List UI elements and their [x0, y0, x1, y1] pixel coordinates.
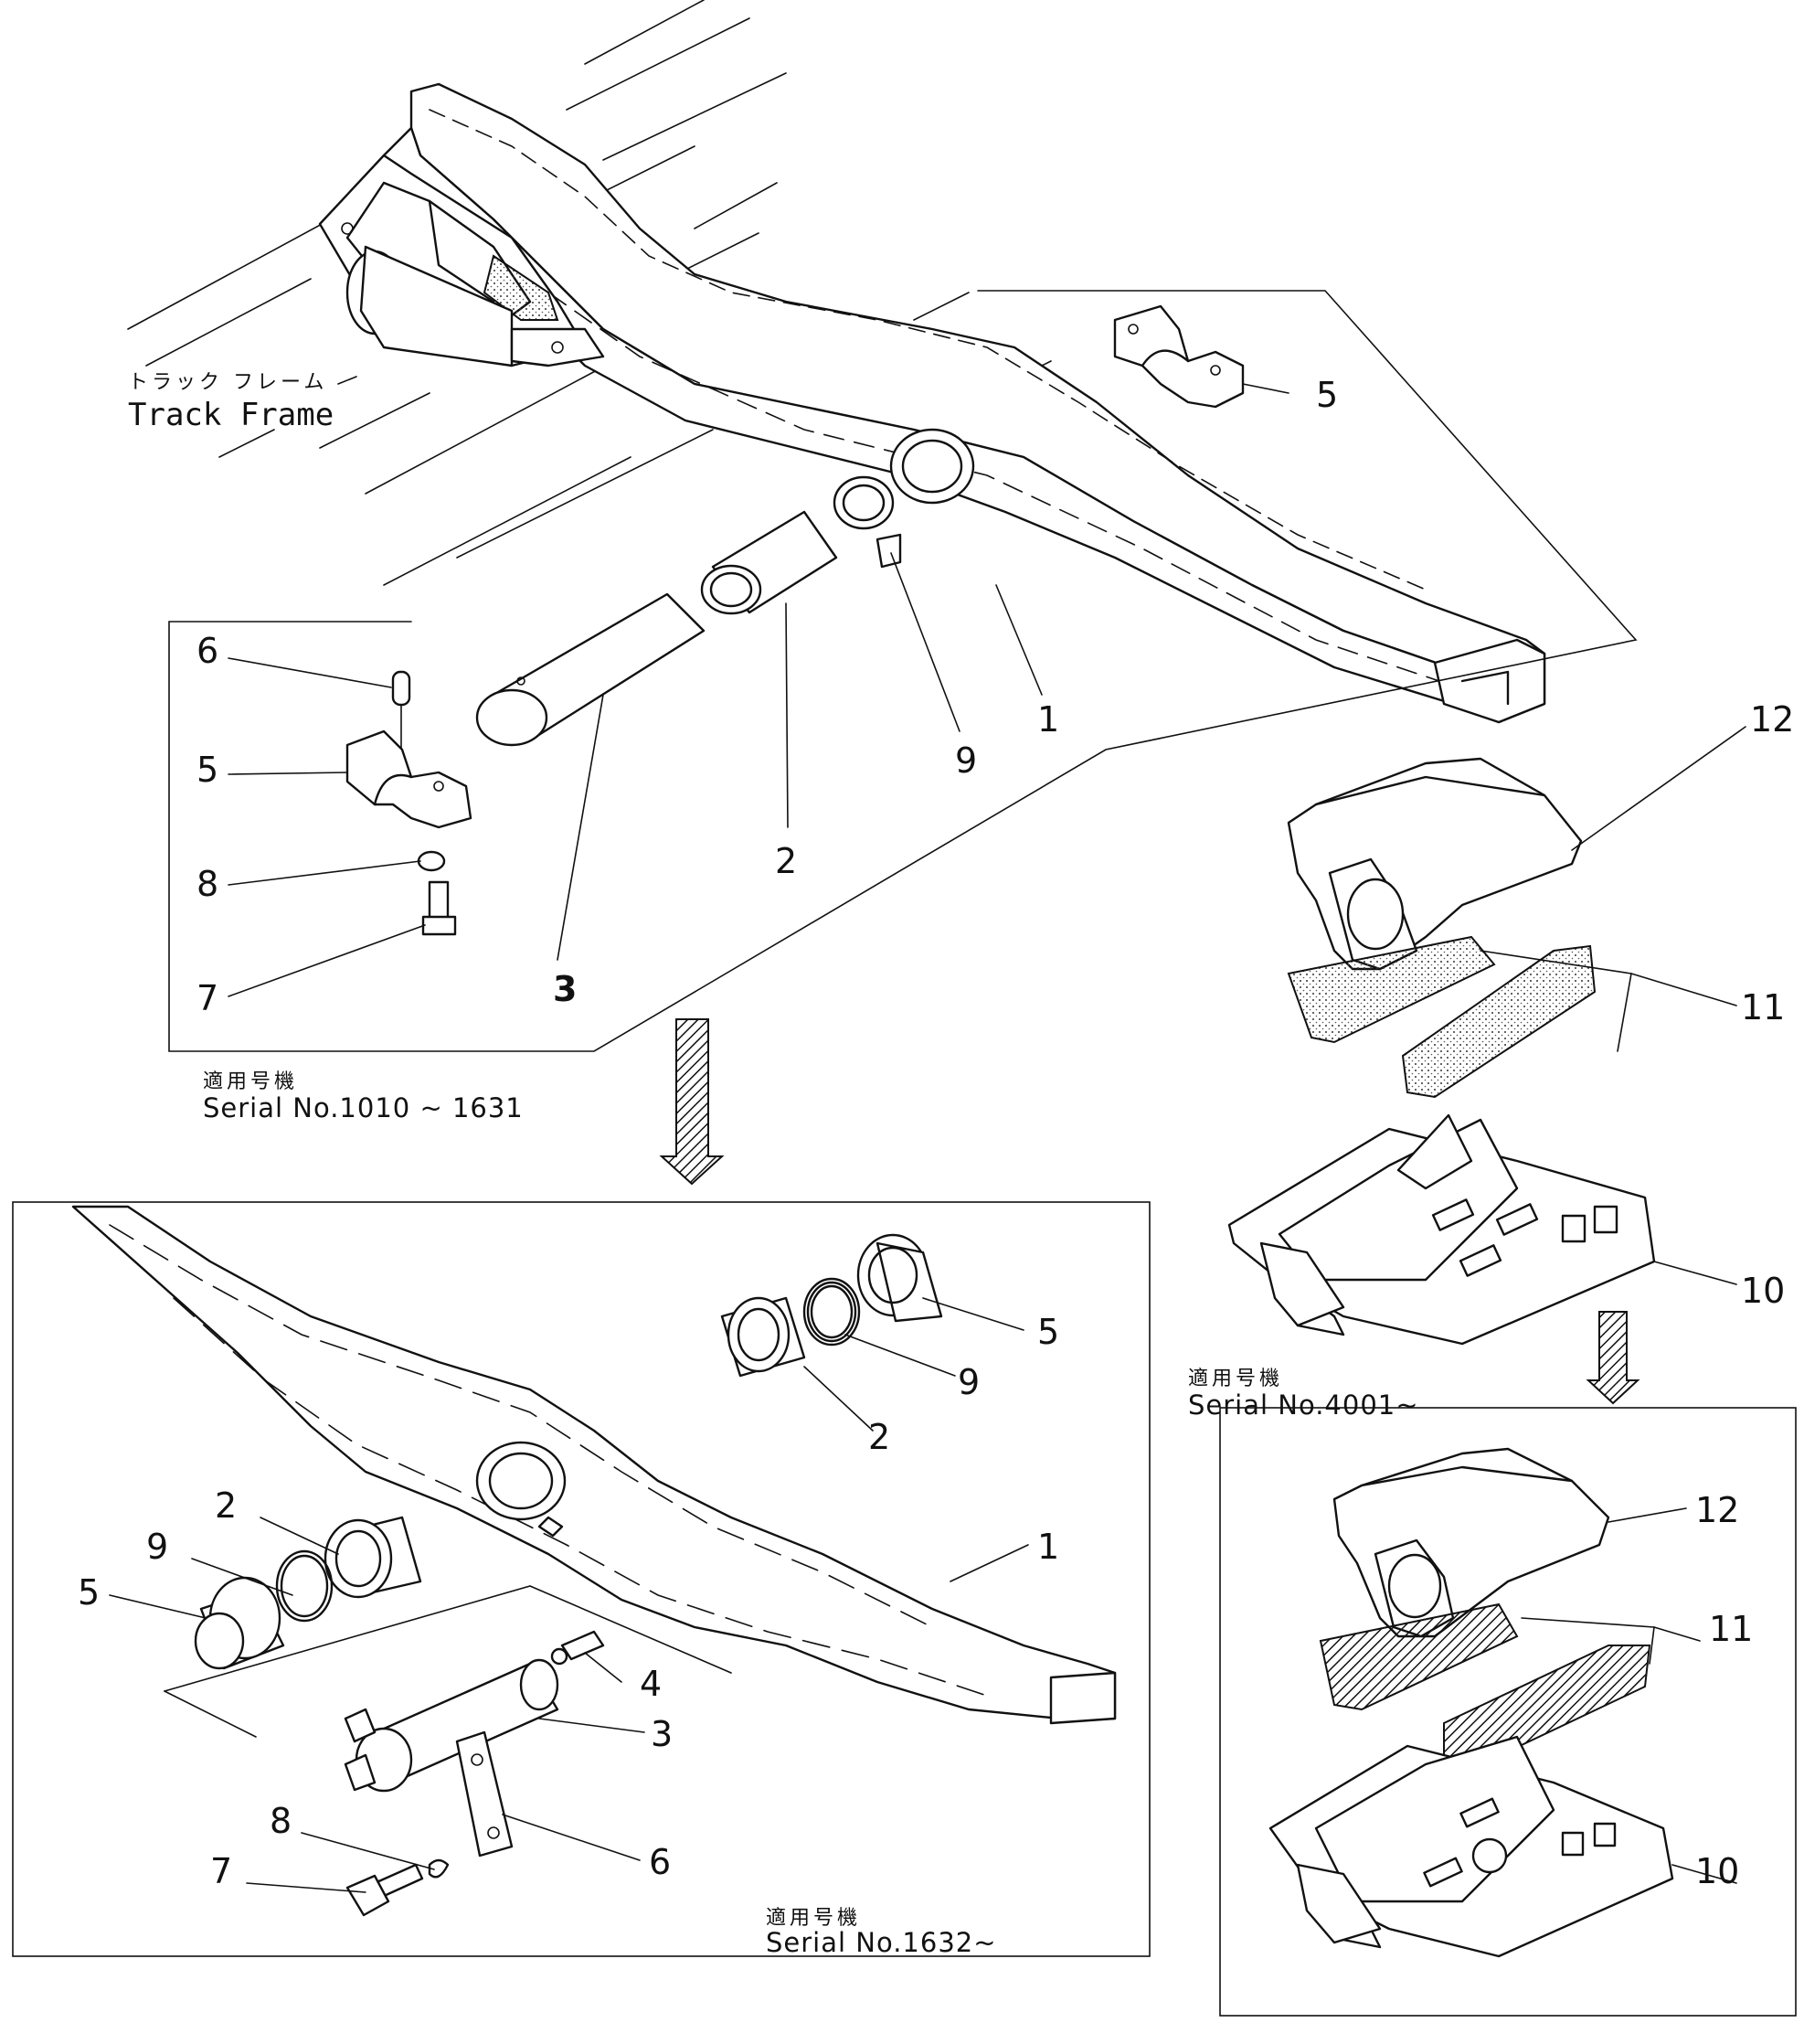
callout-8: 8 [196, 864, 218, 904]
callout-3: 3 [553, 969, 577, 1009]
grease-fitting [550, 1630, 605, 1666]
callout-12: 12 [1750, 699, 1794, 740]
callout-7: 7 [196, 978, 218, 1018]
callout-6: 6 [649, 1842, 671, 1882]
bushing-old [700, 510, 838, 615]
callout-9: 9 [958, 1362, 980, 1402]
callout-7: 7 [210, 1851, 232, 1891]
callout-11: 11 [1741, 987, 1785, 1027]
callout-11: 11 [1709, 1609, 1753, 1649]
callout-2: 2 [868, 1417, 890, 1457]
leaders-upper [228, 376, 1289, 997]
track-frame-top [318, 82, 1546, 724]
callout-10: 10 [1695, 1851, 1739, 1891]
serial-old-bearing: Serial No.1010 ~ 1631 [203, 1092, 524, 1123]
perspective-lines [127, 0, 1052, 586]
callout-5: 5 [1037, 1312, 1059, 1352]
leaders-guard-lower [1521, 1507, 1737, 1884]
callout-3: 3 [651, 1714, 673, 1754]
callout-6: 6 [196, 631, 218, 671]
callout-1: 1 [1037, 1527, 1059, 1567]
bearing-cap [345, 729, 472, 829]
track-frame-label-en: Track Frame [128, 397, 334, 433]
callout-9: 9 [955, 740, 977, 781]
lock-washer-new [428, 1858, 450, 1879]
part-numbers-upper: 5 6 5 8 7 3 2 9 1 12 11 10 [196, 375, 1794, 1311]
bushing-new-left [194, 1516, 422, 1670]
callout-8: 8 [270, 1801, 292, 1841]
callout-2: 2 [215, 1485, 237, 1526]
track-frame-label-jp: トラック フレーム [128, 371, 327, 394]
detail-box-guard [1219, 1407, 1797, 2017]
bolt-new [345, 1863, 424, 1917]
callout-5: 5 [196, 750, 218, 790]
detail-box-new [12, 1201, 1151, 1957]
seal-ring-old [833, 475, 902, 569]
callout-2: 2 [775, 841, 797, 881]
leaders-guard-upper [1480, 726, 1746, 1285]
cap-bracket-upper [1113, 304, 1245, 409]
callout-5: 5 [78, 1572, 100, 1613]
lock-plate [455, 1730, 514, 1858]
arrow-down-right [1586, 1311, 1640, 1405]
callout-1: 1 [1037, 699, 1059, 740]
serial-guard: Serial No.4001~ [1188, 1389, 1419, 1421]
applicable-label-old: 適用号機 [203, 1070, 298, 1093]
part-numbers-lower-right: 12 11 10 [1695, 1490, 1753, 1891]
pivot-pin-old [475, 592, 706, 747]
arrow-down-top [659, 1018, 725, 1186]
pivot-pin-new [344, 1658, 559, 1793]
callout-9: 9 [146, 1527, 168, 1567]
callout-5: 5 [1316, 375, 1338, 415]
leaders-lower-left [109, 1297, 1029, 1893]
applicable-label-guard: 適用号機 [1188, 1368, 1283, 1390]
lock-washer [417, 850, 446, 872]
part-numbers-lower-left: 5 9 2 1 2 9 5 4 3 6 8 7 [78, 1312, 1059, 1891]
labels: トラック フレーム Track Frame 適用号機 Serial No.101… [128, 371, 1419, 1958]
serial-new-bearing: Serial No.1632~ [766, 1927, 997, 1958]
bolt [421, 880, 457, 936]
detail-box-old [168, 290, 1638, 1052]
applicable-label-new: 適用号機 [766, 1907, 861, 1930]
bushing-new-right [720, 1233, 943, 1378]
guard-upper [1227, 757, 1656, 1346]
callout-12: 12 [1695, 1490, 1739, 1530]
callout-4: 4 [640, 1664, 662, 1704]
callout-10: 10 [1741, 1271, 1785, 1311]
